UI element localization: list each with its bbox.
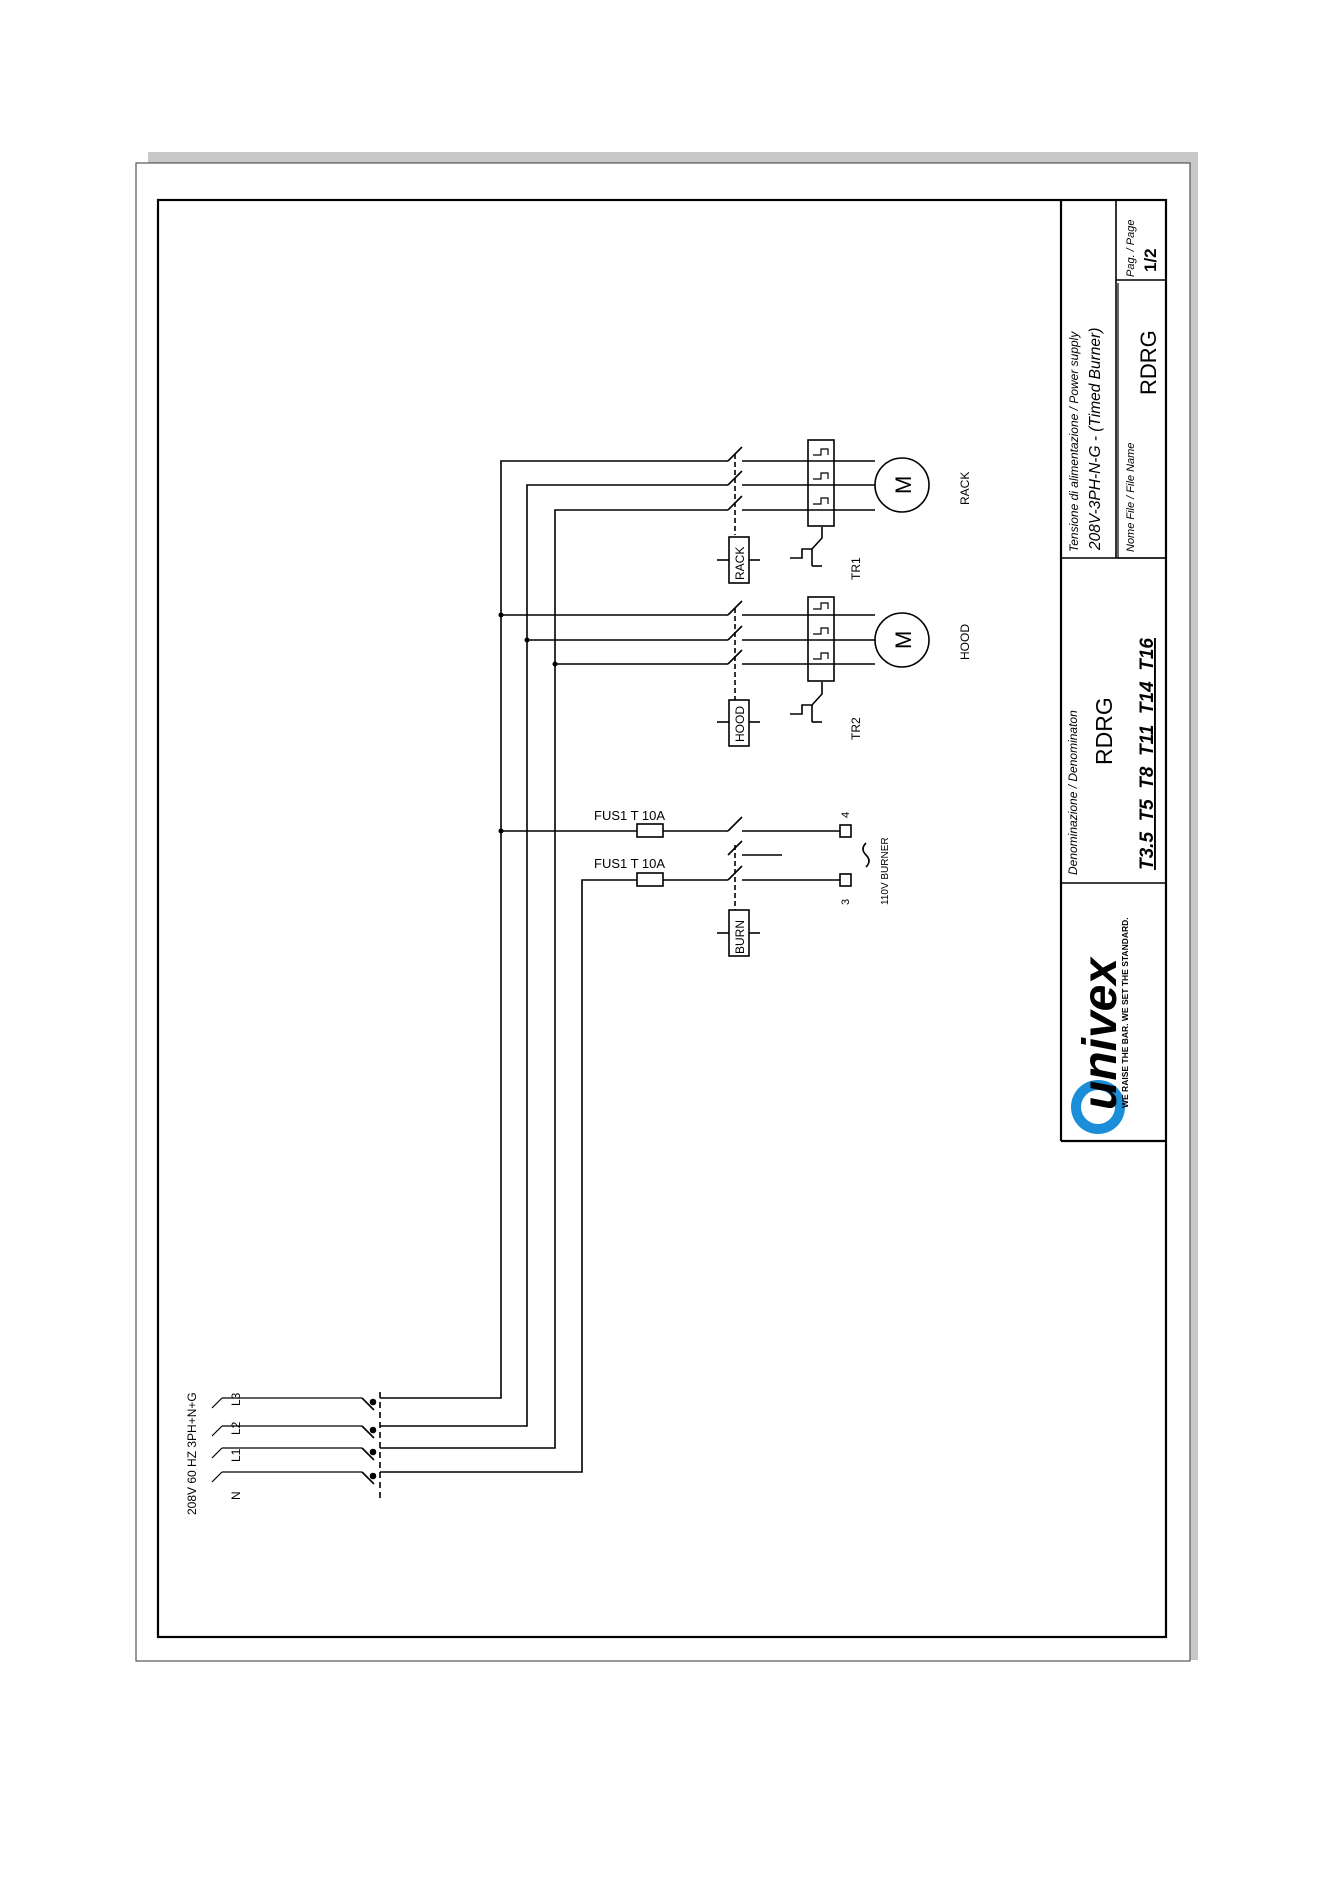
hood-contactor-coil xyxy=(728,699,750,747)
burner-terminal-3 xyxy=(839,873,852,887)
hood-motor-circuit: HOOD TR2 M HOOD xyxy=(717,596,972,747)
fuse-label-1: FUS1 T 10A xyxy=(594,808,665,823)
main-breaker xyxy=(361,1392,381,1500)
hood-relay-label: TR2 xyxy=(849,717,863,740)
logo-text: univex xyxy=(1074,956,1127,1110)
hood-motor-label: HOOD xyxy=(958,624,972,660)
rack-motor-circuit: RACK TR1 M RACK xyxy=(717,439,972,584)
bus-wires xyxy=(380,460,728,1473)
power-supply-caption: Tensione di alimentazione / Power supply xyxy=(1067,331,1081,552)
phase-label-l3: L3 xyxy=(229,1392,243,1406)
burner-terminal-a-label: 3 xyxy=(840,899,852,905)
rack-thermal-relay xyxy=(807,439,835,527)
title-block: univex WE RAISE THE BAR. WE SET THE STAN… xyxy=(1059,200,1166,1143)
power-supply-value: 208V-3PH-N-G - (Timed Burner) xyxy=(1087,328,1104,551)
burner-ac-symbol xyxy=(862,842,870,868)
burner-label: 110V BURNER xyxy=(880,837,891,905)
logo-tagline: WE RAISE THE BAR. WE SET THE STANDARD. xyxy=(1120,917,1130,1108)
burner-contactor-label: BURN xyxy=(733,920,747,954)
hood-contactor-label: HOOD xyxy=(733,706,747,742)
denomination-caption: Denominazione / Denominaton xyxy=(1066,710,1080,875)
file-name-caption: Nome File / File Name xyxy=(1125,443,1137,552)
hood-motor-symbol: M xyxy=(891,631,916,649)
file-name-value: RDRG xyxy=(1136,330,1161,395)
page-value: 1/2 xyxy=(1141,248,1160,272)
supply-label: 208V 60 HZ 3PH+N+G xyxy=(185,1392,199,1515)
burner-circuit: FUS1 T 10A FUS1 T 10A BURN 4 3 110V BURN… xyxy=(594,808,891,957)
rack-motor-symbol: M xyxy=(891,476,916,494)
fuse-label-2: FUS1 T 10A xyxy=(594,856,665,871)
rack-relay-label: TR1 xyxy=(849,557,863,580)
rack-motor-label: RACK xyxy=(958,472,972,505)
hood-thermal-relay xyxy=(807,596,835,682)
junction-dots xyxy=(498,612,558,834)
phase-label-l1: L1 xyxy=(229,1448,243,1462)
model-list: T3.5 T5 T8 T11 T14 T16 xyxy=(1137,638,1158,870)
hood-motor xyxy=(874,612,930,668)
univex-logo: univex WE RAISE THE BAR. WE SET THE STAN… xyxy=(1071,917,1130,1134)
burner-terminal-4 xyxy=(839,824,852,838)
outer-frame xyxy=(135,162,1191,1662)
rack-motor xyxy=(874,457,930,513)
denomination-value: RDRG xyxy=(1091,697,1117,765)
inner-frame xyxy=(156,198,1168,1639)
page-caption: Pag. / Page xyxy=(1125,220,1137,278)
rack-contactor-label: RACK xyxy=(733,547,747,580)
phase-label-n: N xyxy=(229,1491,243,1500)
supply-section: 208V 60 HZ 3PH+N+G N L1 L2 L3 xyxy=(185,1392,381,1515)
phase-label-l2: L2 xyxy=(229,1421,243,1435)
burner-terminal-b-label: 4 xyxy=(840,812,852,818)
